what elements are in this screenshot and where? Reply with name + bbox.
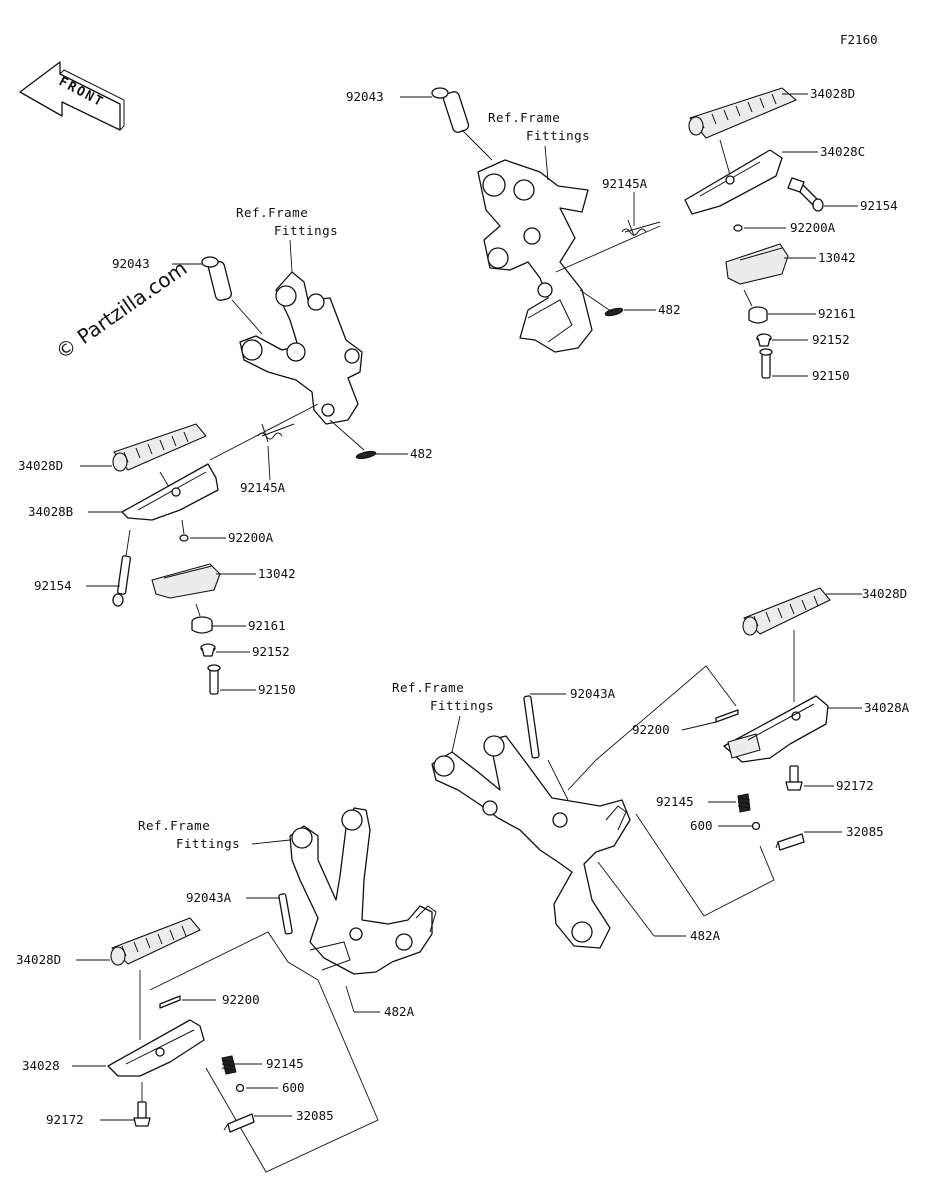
footpeg-34028A bbox=[723, 695, 829, 763]
diagram-code: F2160 bbox=[840, 32, 878, 47]
label-bot-482A: 482A bbox=[384, 1004, 415, 1019]
detent-32085-bot bbox=[223, 1113, 255, 1133]
plate-13042-top bbox=[725, 243, 789, 285]
footpeg-rubber-34028D-bot bbox=[110, 917, 201, 966]
bottom-left-assembly: Ref.Frame Fittings bbox=[16, 807, 437, 1173]
footpeg-34028B bbox=[121, 463, 219, 521]
footpeg-34028 bbox=[107, 1019, 205, 1077]
collar-92152-left bbox=[200, 643, 216, 657]
footpeg-rubber-34028D-mid bbox=[742, 587, 831, 636]
label-mid-92200: 92200 bbox=[632, 722, 670, 737]
plate-13042-left bbox=[151, 563, 221, 599]
label-left-13042: 13042 bbox=[258, 566, 296, 581]
bolt-92150-top bbox=[759, 348, 773, 379]
washer-92200-bot bbox=[159, 995, 181, 1009]
label-top-482: 482 bbox=[658, 302, 681, 317]
label-top-92152: 92152 bbox=[812, 332, 850, 347]
footpeg-rubber-34028D-left bbox=[112, 423, 207, 472]
ball-600-bot bbox=[235, 1083, 245, 1093]
collar-92161-left bbox=[191, 616, 213, 634]
ref-frame-bot-l2: Fittings bbox=[176, 836, 240, 851]
middle-right-assembly: Ref.Frame Fittings bbox=[392, 586, 910, 949]
label-bot-92172: 92172 bbox=[46, 1112, 84, 1127]
footpeg-34028C bbox=[684, 149, 783, 215]
washer-92200A-left bbox=[179, 534, 189, 542]
watermark: © Partzilla.com bbox=[51, 256, 191, 364]
label-top-34028D: 34028D bbox=[810, 86, 855, 101]
label-left-92145A: 92145A bbox=[240, 480, 286, 495]
label-left-92200A: 92200A bbox=[228, 530, 274, 545]
label-left-482: 482 bbox=[410, 446, 433, 461]
label-mid-92145: 92145 bbox=[656, 794, 694, 809]
label-top-13042: 13042 bbox=[818, 250, 856, 265]
label-left-92154: 92154 bbox=[34, 578, 72, 593]
washer-92200A-top bbox=[733, 224, 743, 232]
bracket-middle-right bbox=[431, 735, 631, 949]
ref-frame-left-l2: Fittings bbox=[274, 223, 338, 238]
detent-32085-mid bbox=[775, 833, 805, 851]
label-top-34028C: 34028C bbox=[820, 144, 865, 159]
ref-frame-top-l2: Fittings bbox=[526, 128, 590, 143]
label-left-92150: 92150 bbox=[258, 682, 296, 697]
pin-92043-top bbox=[431, 87, 470, 133]
label-mid-34028D: 34028D bbox=[862, 586, 907, 601]
ref-frame-bot-l1: Ref.Frame bbox=[138, 818, 210, 833]
bracket-top-right bbox=[477, 159, 593, 353]
label-bot-92145: 92145 bbox=[266, 1056, 304, 1071]
ref-frame-left-l1: Ref.Frame bbox=[236, 205, 308, 220]
spring-92145A-left bbox=[257, 423, 295, 443]
label-top-92150: 92150 bbox=[812, 368, 850, 383]
ref-frame-mid-l2: Fittings bbox=[430, 698, 494, 713]
circlip-482-top bbox=[604, 307, 624, 317]
circlip-482-left bbox=[355, 450, 377, 460]
bolt-92172-mid bbox=[785, 765, 803, 791]
top-right-assembly: Ref.Frame Fittings bbox=[346, 86, 898, 383]
label-bot-600: 600 bbox=[282, 1080, 305, 1095]
ref-frame-mid-l1: Ref.Frame bbox=[392, 680, 464, 695]
left-assembly: Ref.Frame Fittings bbox=[18, 205, 433, 697]
ref-frame-top-l1: Ref.Frame bbox=[488, 110, 560, 125]
pin-92043A-mid bbox=[523, 695, 540, 759]
spring-92145-mid bbox=[737, 793, 751, 813]
bracket-bottom-left bbox=[289, 807, 437, 975]
bolt-92172-bot bbox=[133, 1101, 151, 1127]
label-mid-482A: 482A bbox=[690, 928, 721, 943]
label-mid-34028A: 34028A bbox=[864, 700, 910, 715]
front-arrow-icon: FRONT bbox=[19, 61, 125, 131]
label-top-92161: 92161 bbox=[818, 306, 856, 321]
spring-92145A-top bbox=[621, 219, 661, 237]
pin-92043A-bot bbox=[278, 893, 293, 935]
label-mid-92172: 92172 bbox=[836, 778, 874, 793]
label-top-92154: 92154 bbox=[860, 198, 898, 213]
label-left-34028D: 34028D bbox=[18, 458, 63, 473]
label-mid-32085: 32085 bbox=[846, 824, 884, 839]
label-left-92152: 92152 bbox=[252, 644, 290, 659]
label-bot-92200: 92200 bbox=[222, 992, 260, 1007]
collar-92161-top bbox=[748, 306, 768, 324]
footpeg-rubber-34028D-top bbox=[688, 87, 797, 139]
label-left-92161: 92161 bbox=[248, 618, 286, 633]
label-top-92043: 92043 bbox=[346, 89, 384, 104]
ball-600-mid bbox=[751, 821, 761, 831]
bolt-92154-top bbox=[787, 177, 824, 212]
bolt-92154-left bbox=[112, 555, 131, 607]
label-bot-32085: 32085 bbox=[296, 1108, 334, 1123]
label-left-92043: 92043 bbox=[112, 256, 150, 271]
spring-92145-bot bbox=[221, 1055, 237, 1075]
label-bot-92043A: 92043A bbox=[186, 890, 232, 905]
bracket-left bbox=[239, 271, 363, 425]
bolt-92150-left bbox=[207, 664, 221, 695]
collar-92152-top bbox=[756, 333, 772, 347]
label-bot-34028: 34028 bbox=[22, 1058, 60, 1073]
label-bot-34028D: 34028D bbox=[16, 952, 61, 967]
washer-92200-mid bbox=[715, 709, 739, 723]
label-top-92200A: 92200A bbox=[790, 220, 836, 235]
label-left-34028B: 34028B bbox=[28, 504, 73, 519]
label-top-92145A: 92145A bbox=[602, 176, 648, 191]
label-mid-600: 600 bbox=[690, 818, 713, 833]
pin-92043-left bbox=[201, 256, 232, 301]
label-mid-92043A: 92043A bbox=[570, 686, 616, 701]
